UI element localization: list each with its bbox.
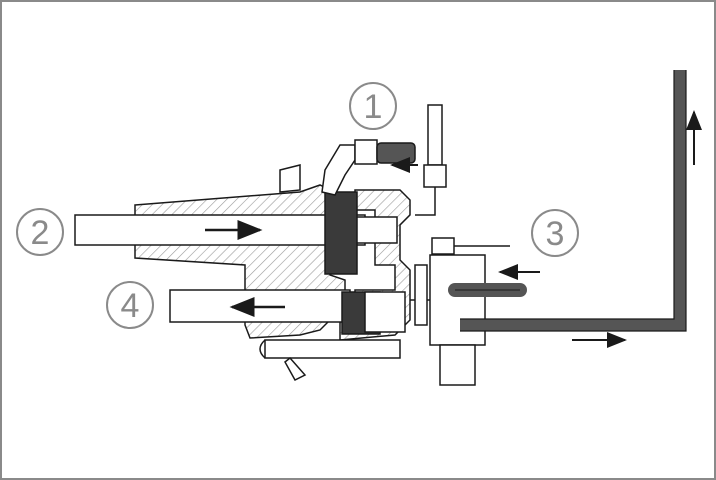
input-shaft xyxy=(74,214,398,246)
svg-text:1: 1 xyxy=(364,88,383,126)
top-inlet-fitting xyxy=(321,139,418,196)
outlet-pipe xyxy=(460,70,702,348)
svg-text:3: 3 xyxy=(546,215,565,253)
lower-nut xyxy=(364,291,406,333)
callout-3: 3 xyxy=(531,209,579,257)
callout-4: 4 xyxy=(106,281,154,329)
inlet-pipe xyxy=(448,264,540,297)
return-shaft xyxy=(169,289,351,323)
svg-text:4: 4 xyxy=(121,287,140,325)
control-valve-block xyxy=(410,237,510,386)
svg-text:2: 2 xyxy=(31,214,50,252)
callout-1: 1 xyxy=(349,82,397,130)
vertical-gauge-pipe xyxy=(415,104,447,216)
callout-2: 2 xyxy=(16,208,64,256)
upper-seal-block xyxy=(324,191,358,275)
mounting-bolt xyxy=(259,339,401,381)
